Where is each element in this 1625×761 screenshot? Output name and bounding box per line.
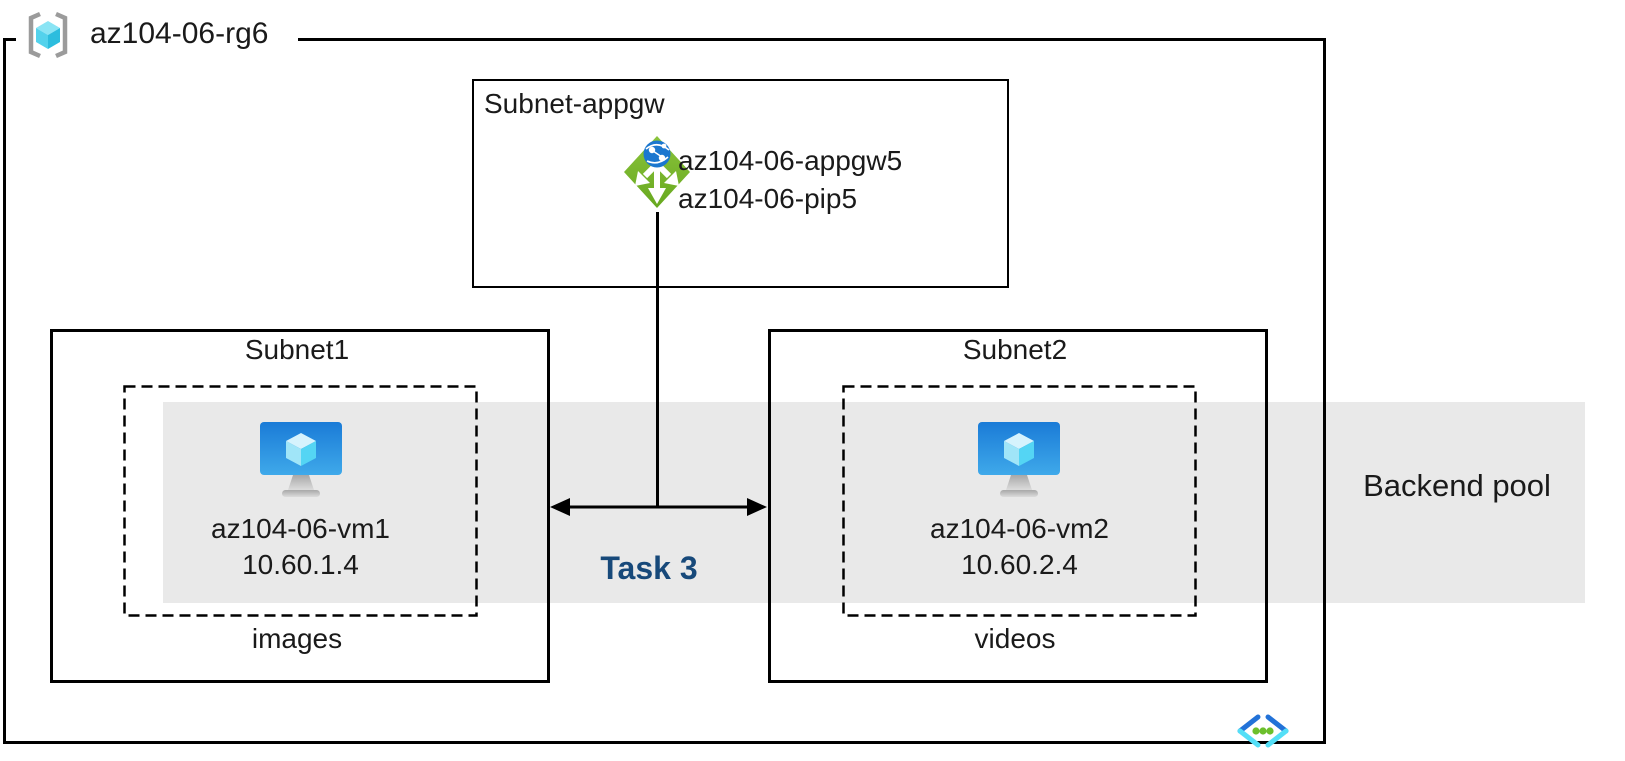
resource-group-name: az104-06-rg6 [90, 17, 269, 50]
application-gateway-icon [622, 133, 692, 217]
virtual-machine-icon [977, 421, 1061, 501]
task-label: Task 3 [600, 550, 698, 586]
subnet1-dashed-box [123, 385, 478, 617]
backend-pool-label: Backend pool [1363, 468, 1551, 503]
backend-pool-band [163, 402, 1585, 603]
vm1-ip: 10.60.1.4 [242, 549, 359, 580]
virtual-network-icon [1236, 713, 1290, 749]
subnet-double-arrow [549, 494, 768, 520]
subnet2-box [768, 329, 1268, 683]
resource-group-icon [24, 11, 72, 59]
gateway-connector-line [656, 212, 659, 507]
appgw-name: az104-06-appgw5 [678, 145, 903, 176]
vm1-name: az104-06-vm1 [211, 513, 390, 544]
subnet1-storage-caption: images [251, 623, 343, 654]
subnet-appgw-title: Subnet-appgw [484, 88, 665, 119]
resource-group-box [3, 38, 1326, 744]
subnet2-dashed-box [842, 385, 1197, 617]
subnet-appgw-box [472, 79, 1009, 288]
resource-group-label: az104-06-rg6 [16, 8, 298, 64]
vm2-ip: 10.60.2.4 [961, 549, 1078, 580]
appgw-labels: az104-06-appgw5 az104-06-pip5 [678, 142, 902, 218]
subnet1-box [50, 329, 550, 683]
vm2-caption: az104-06-vm2 10.60.2.4 [842, 511, 1197, 583]
subnet2-title: Subnet2 [962, 334, 1068, 365]
virtual-machine-icon [259, 421, 343, 501]
pip-name: az104-06-pip5 [678, 183, 858, 214]
subnet2-storage-caption: videos [974, 623, 1056, 654]
vm1-caption: az104-06-vm1 10.60.1.4 [123, 511, 478, 583]
subnet1-title: Subnet1 [244, 334, 350, 365]
vm2-name: az104-06-vm2 [930, 513, 1109, 544]
